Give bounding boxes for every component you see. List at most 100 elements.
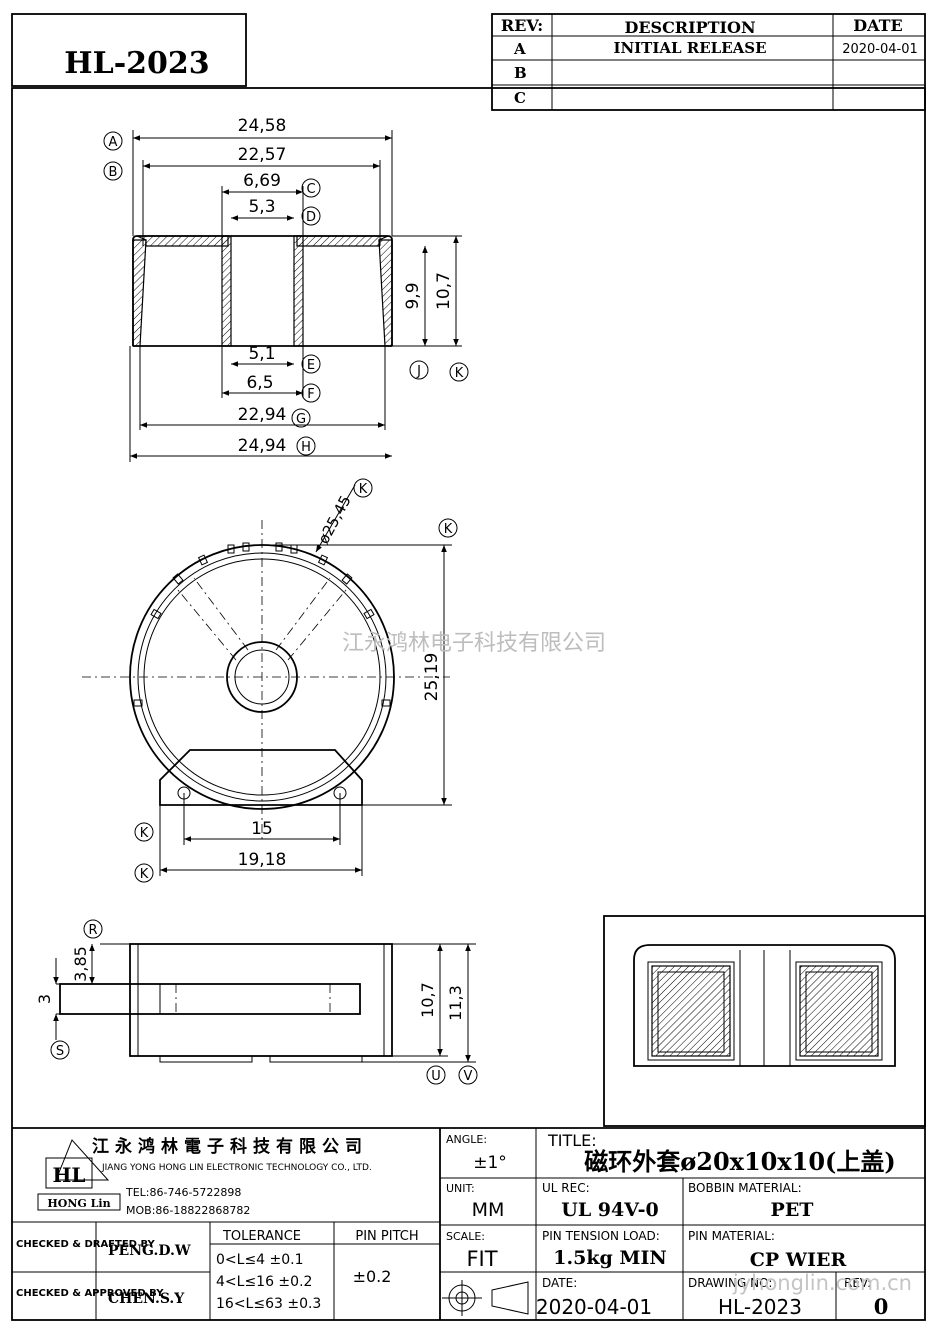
company-name-en: JIANG YONG HONG LIN ELECTRONIC TECHNOLOG… bbox=[101, 1163, 372, 1173]
marker-h: H bbox=[296, 436, 316, 456]
marker-u: U bbox=[426, 1065, 446, 1085]
checked-approved-value: CHEN.S.Y bbox=[108, 1291, 185, 1307]
revision-table: REV: DESCRIPTION DATE A INITIAL RELEASE … bbox=[491, 13, 926, 111]
title-value: 磁环外套ø20x10x10(上盖) bbox=[584, 1147, 896, 1176]
marker-k-4: K bbox=[134, 822, 154, 842]
part-number-box: HL-2023 bbox=[11, 13, 247, 87]
title-block: HL HONG Lin 江永鸿林電子科技有限公司 JIANG YONG HONG… bbox=[12, 1127, 925, 1320]
svg-text:G: G bbox=[296, 412, 306, 427]
dim-e: 5,1 bbox=[248, 344, 275, 364]
pin-material-value: CP WIER bbox=[750, 1249, 847, 1271]
marker-g: G bbox=[291, 408, 311, 428]
watermark-url: jyhonglin.com.cn bbox=[732, 1271, 912, 1295]
bobbin-label: BOBBIN MATERIAL: bbox=[688, 1181, 802, 1195]
marker-r: R bbox=[83, 919, 103, 939]
marker-s: S bbox=[50, 1040, 70, 1060]
marker-k-5: K bbox=[134, 863, 154, 883]
svg-text:K: K bbox=[444, 522, 453, 537]
drawing-no-label: DRAWING NO: bbox=[688, 1276, 772, 1290]
tolerance-label: TOLERANCE bbox=[222, 1229, 301, 1244]
dim-d: 5,3 bbox=[248, 197, 275, 217]
svg-text:HONG Lin: HONG Lin bbox=[47, 1197, 110, 1210]
rev-row-a-description: INITIAL RELEASE bbox=[613, 39, 766, 57]
svg-text:K: K bbox=[140, 826, 149, 841]
rev-row-a: A bbox=[513, 40, 526, 58]
pin-material-label: PIN MATERIAL: bbox=[688, 1229, 775, 1243]
svg-text:R: R bbox=[88, 923, 97, 938]
dim-k: 10,7 bbox=[434, 272, 454, 310]
dim-inner: 15 bbox=[251, 819, 273, 839]
marker-j: J bbox=[409, 360, 429, 380]
svg-text:C: C bbox=[306, 182, 315, 197]
dim-height: 25,19 bbox=[422, 653, 442, 702]
drawing-no-value: HL-2023 bbox=[718, 1295, 802, 1319]
dim-diameter: ø25,45 bbox=[314, 492, 354, 546]
watermark: 江永鸿林电子科技有限公司 bbox=[342, 631, 606, 656]
dim-u: 10,7 bbox=[418, 982, 437, 1018]
svg-text:H: H bbox=[301, 440, 311, 455]
svg-text:S: S bbox=[56, 1044, 64, 1059]
ul-value: UL 94V-0 bbox=[561, 1199, 658, 1221]
company-mob: MOB:86-18822868782 bbox=[126, 1204, 250, 1217]
dim-a: 24,58 bbox=[238, 116, 287, 136]
company-logo: HL HONG Lin bbox=[37, 1139, 121, 1211]
svg-text:V: V bbox=[464, 1069, 473, 1084]
pin-tension-label: PIN TENSION LOAD: bbox=[542, 1229, 660, 1243]
rev-header: REV: bbox=[501, 16, 543, 35]
dim-g: 22,94 bbox=[238, 405, 287, 425]
marker-e: E bbox=[301, 354, 321, 374]
tolerance-row-3: 16<L≤63 ±0.3 bbox=[216, 1296, 321, 1312]
dim-v: 11,3 bbox=[446, 985, 465, 1021]
dim-f: 6,5 bbox=[246, 373, 273, 393]
dim-b: 22,57 bbox=[238, 145, 287, 165]
dim-outer: 19,18 bbox=[238, 850, 287, 870]
tolerance-row-2: 4<L≤16 ±0.2 bbox=[216, 1274, 312, 1290]
date-value: 2020-04-01 bbox=[536, 1295, 652, 1319]
rev-value: 0 bbox=[874, 1294, 889, 1319]
svg-text:K: K bbox=[140, 867, 149, 882]
sheet-border bbox=[11, 87, 926, 1321]
dim-s: 3 bbox=[35, 994, 54, 1004]
angle-label: ANGLE: bbox=[446, 1133, 487, 1146]
svg-text:HL: HL bbox=[53, 1163, 86, 1187]
marker-a: A bbox=[103, 131, 123, 151]
preview-box bbox=[603, 915, 926, 1127]
checked-drafted-value: PENG.D.W bbox=[108, 1243, 191, 1259]
pin-pitch-label: PIN PITCH bbox=[355, 1229, 418, 1244]
dim-c: 6,69 bbox=[243, 171, 281, 191]
part-number: HL-2023 bbox=[64, 46, 209, 81]
rev-row-c: C bbox=[514, 89, 526, 107]
pin-tension-value: 1.5kg MIN bbox=[553, 1247, 666, 1269]
description-header: DESCRIPTION bbox=[624, 18, 755, 37]
dim-r: 3,85 bbox=[71, 946, 90, 982]
title-label: TITLE: bbox=[547, 1131, 597, 1150]
rev-row-a-date: 2020-04-01 bbox=[842, 42, 918, 57]
unit-value: MM bbox=[472, 1199, 505, 1221]
svg-text:F: F bbox=[307, 387, 314, 402]
scale-label: SCALE: bbox=[446, 1230, 485, 1243]
company-name-cn: 江永鸿林電子科技有限公司 bbox=[92, 1136, 368, 1157]
marker-v: V bbox=[458, 1065, 478, 1085]
svg-text:E: E bbox=[307, 358, 315, 373]
company-tel: TEL:86-746-5722898 bbox=[125, 1186, 241, 1199]
checked-approved-label: CHECKED & APPROVED BY bbox=[16, 1288, 164, 1299]
tolerance-row-1: 0<L≤4 ±0.1 bbox=[216, 1252, 304, 1268]
front-view: ø25,45 25,19 15 19,18 K K K K bbox=[82, 478, 458, 883]
marker-f: F bbox=[301, 383, 321, 403]
checked-drafted-label: CHECKED & DRAFTED BY bbox=[16, 1239, 156, 1250]
scale-value: FIT bbox=[466, 1247, 497, 1271]
svg-text:D: D bbox=[306, 210, 316, 225]
pin-pitch-value: ±0.2 bbox=[353, 1267, 392, 1286]
dim-h: 24,94 bbox=[238, 436, 287, 456]
marker-c: C bbox=[301, 178, 321, 198]
marker-k-1: K bbox=[449, 362, 469, 382]
svg-text:K: K bbox=[455, 366, 464, 381]
ring-teeth bbox=[133, 542, 391, 707]
angle-value: ±1° bbox=[473, 1153, 507, 1173]
side-view: 3,85 3 10,7 11,3 R S U V bbox=[35, 919, 478, 1085]
unit-label: UNIT: bbox=[446, 1182, 475, 1195]
svg-text:B: B bbox=[109, 165, 118, 180]
rev-label: REV: bbox=[844, 1276, 871, 1290]
projection-symbol-icon bbox=[442, 1280, 529, 1316]
